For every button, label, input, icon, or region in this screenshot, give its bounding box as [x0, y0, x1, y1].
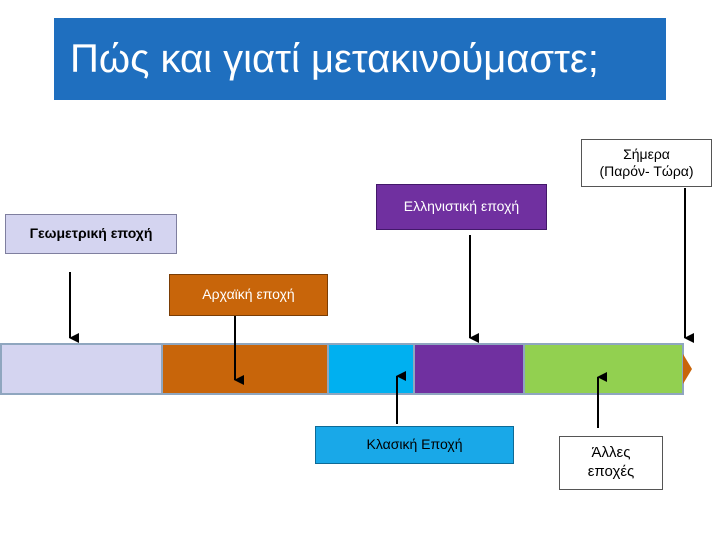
- segment-archaic: [161, 343, 329, 395]
- segment-geometric: [0, 343, 163, 395]
- segment-classic: [327, 343, 415, 395]
- label-geometric-era: Γεωμετρική εποχή: [5, 214, 177, 254]
- label-other-eras: Άλλες εποχές: [559, 436, 663, 490]
- label-archaic-text: Αρχαϊκή εποχή: [202, 286, 295, 303]
- title-banner: Πώς και γιατί μετακινούμαστε;: [54, 18, 666, 100]
- label-classic-text: Κλασική Εποχή: [366, 436, 463, 453]
- segment-hellenistic: [413, 343, 525, 395]
- timeline-arrow-tip: [683, 354, 692, 384]
- label-hellenistic-text: Ελληνιστική εποχή: [403, 198, 520, 215]
- label-hellenistic-era: Ελληνιστική εποχή: [376, 184, 547, 230]
- label-other-line1: Άλλες: [591, 444, 631, 462]
- label-classic-era: Κλασική Εποχή: [315, 426, 514, 464]
- label-today-line2: (Παρόν- Τώρα): [599, 163, 694, 179]
- page-title: Πώς και γιατί μετακινούμαστε;: [70, 36, 599, 81]
- label-today-line1: Σήμερα: [623, 145, 670, 162]
- label-geometric-text: Γεωμετρική εποχή: [29, 225, 153, 242]
- segment-other: [523, 343, 684, 395]
- label-archaic-era: Αρχαϊκή εποχή: [169, 274, 328, 316]
- label-other-line2: εποχές: [587, 463, 635, 480]
- label-today: Σήμερα (Παρόν- Τώρα): [581, 139, 712, 187]
